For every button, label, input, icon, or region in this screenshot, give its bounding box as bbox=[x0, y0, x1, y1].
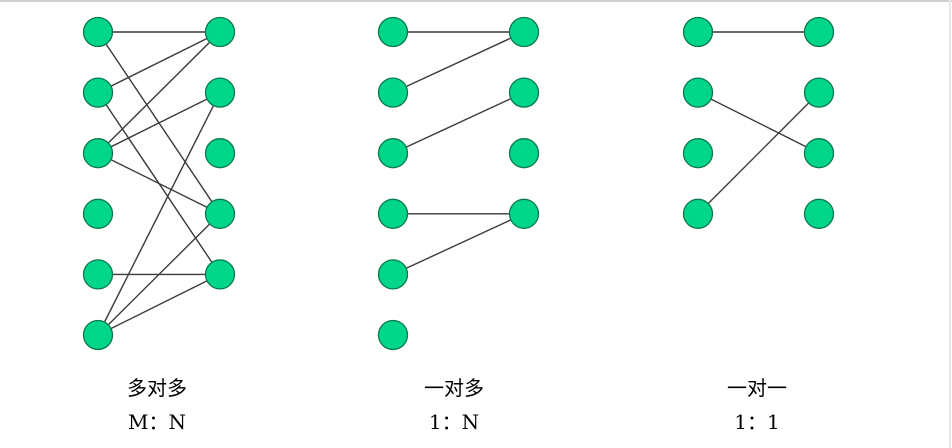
one-to-many-right-node bbox=[508, 198, 540, 229]
one-to-one-edge bbox=[697, 92, 820, 215]
many-to-many-edge bbox=[97, 31, 221, 154]
one-to-many-edge bbox=[392, 213, 525, 276]
one-to-one-left-node bbox=[682, 16, 714, 48]
many-to-many-title: 多对多 bbox=[127, 376, 187, 400]
one-to-many-left-node bbox=[377, 138, 409, 169]
one-to-one-left-node bbox=[682, 198, 714, 229]
one-to-many-right-node bbox=[508, 16, 540, 48]
one-to-many-edge bbox=[392, 31, 525, 94]
one-to-many-edge bbox=[392, 91, 525, 154]
many-to-many-left-node bbox=[82, 16, 114, 48]
one-to-many-left-node bbox=[377, 16, 409, 48]
one-to-many-right-node bbox=[508, 138, 540, 169]
one-to-many-title: 一对多 bbox=[424, 376, 484, 400]
many-to-many-edge bbox=[97, 91, 221, 154]
one-to-many-left-node bbox=[377, 319, 409, 351]
many-to-many-edge bbox=[97, 152, 221, 215]
many-to-many-left-node bbox=[82, 319, 114, 351]
one-to-one-right-node bbox=[803, 16, 835, 48]
many-to-many-edge bbox=[97, 92, 221, 336]
many-to-many-right-node bbox=[204, 77, 236, 108]
many-to-many-right-node bbox=[204, 138, 236, 169]
many-to-many-right-node bbox=[204, 198, 236, 229]
one-to-one-right-node bbox=[803, 198, 835, 229]
one-to-one-left-node bbox=[682, 138, 714, 169]
one-to-one-edge bbox=[697, 91, 820, 154]
many-to-many-left-node bbox=[82, 77, 114, 108]
one-to-one-right-node bbox=[803, 138, 835, 169]
one-to-one-graph bbox=[682, 16, 835, 229]
many-to-many-edge bbox=[97, 31, 221, 94]
many-to-many-edge bbox=[97, 273, 221, 336]
one-to-many-ratio: 1：N bbox=[428, 410, 480, 434]
many-to-many-ratio: M：N bbox=[128, 410, 186, 434]
one-to-one-left-node bbox=[682, 77, 714, 108]
many-to-many-edge bbox=[97, 213, 221, 336]
one-to-many-left-node bbox=[377, 77, 409, 108]
many-to-many-left-node bbox=[82, 198, 114, 229]
many-to-many-left-node bbox=[82, 259, 114, 290]
many-to-many-right-node bbox=[204, 16, 236, 48]
one-to-one-ratio: 1：1 bbox=[734, 410, 780, 434]
one-to-many-left-node bbox=[377, 259, 409, 290]
many-to-many-right-node bbox=[204, 259, 236, 290]
many-to-many-left-node bbox=[82, 138, 114, 169]
one-to-one-right-node bbox=[803, 77, 835, 108]
one-to-many-graph bbox=[377, 16, 540, 351]
one-to-one-title: 一对一 bbox=[727, 376, 787, 400]
top-border bbox=[0, 0, 952, 2]
many-to-many-graph bbox=[82, 16, 236, 351]
one-to-many-left-node bbox=[377, 198, 409, 229]
one-to-many-right-node bbox=[508, 77, 540, 108]
right-border bbox=[949, 0, 951, 448]
